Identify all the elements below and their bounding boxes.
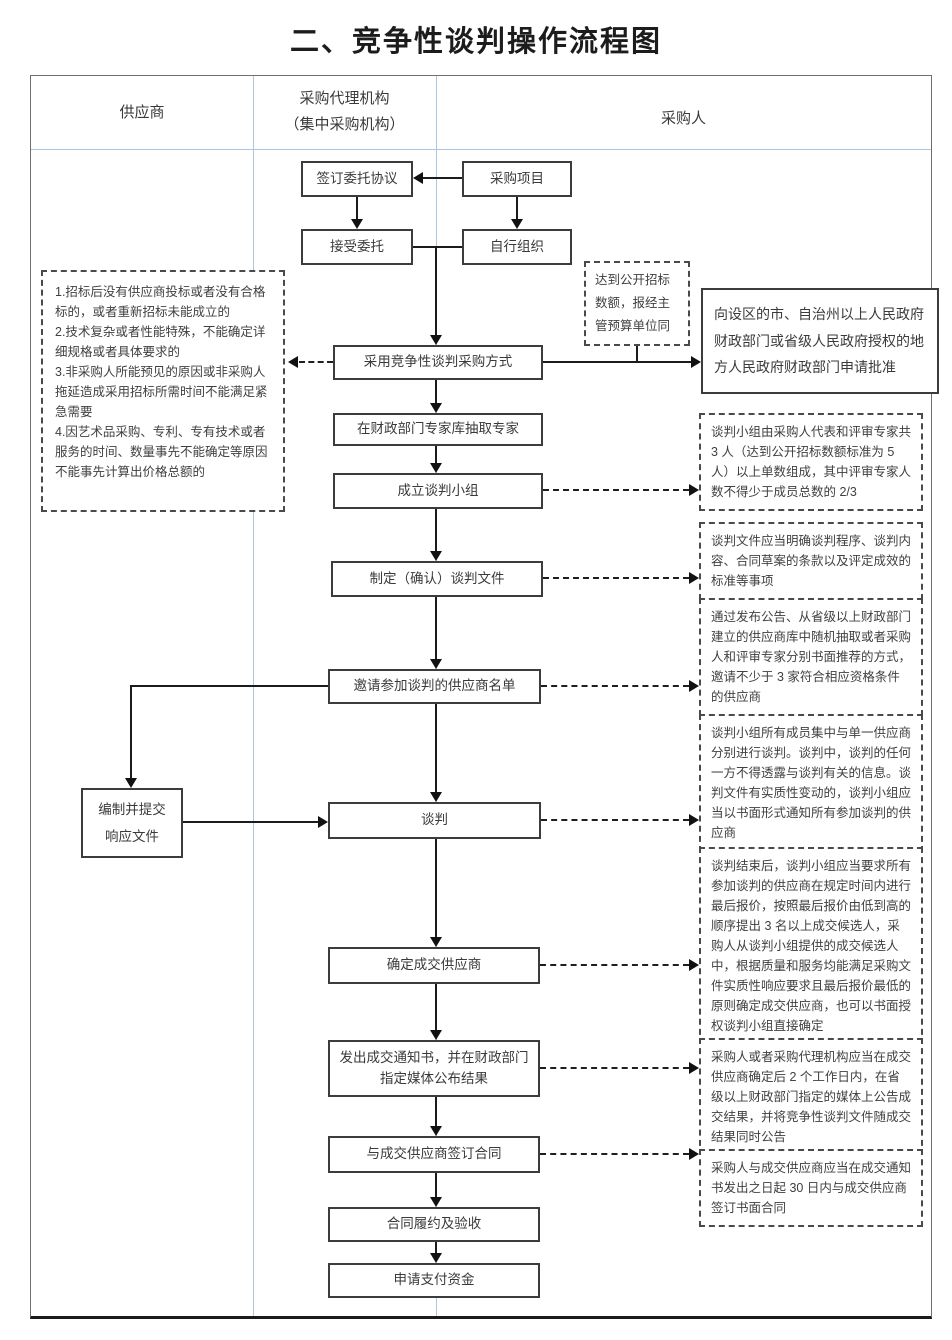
- lane-header-agency-line1: 采购代理机构: [299, 90, 390, 107]
- arrowhead-down: [430, 1126, 442, 1136]
- note-deal: 谈判结束后，谈判小组应当要求所有参加谈判的供应商在规定时间内进行最后报价，按照最…: [699, 847, 923, 1045]
- note-announce: 采购人或者采购代理机构应当在成交供应商确定后 2 个工作日内，在省级以上财政部门…: [699, 1038, 923, 1156]
- arrowhead-right: [318, 816, 328, 828]
- arrowhead-right: [689, 959, 699, 971]
- connector-line: [131, 685, 328, 687]
- connector-line: [636, 337, 638, 363]
- note-docs: 谈判文件应当明确谈判程序、谈判内容、合同草案的条款以及评定成效的标准等事项: [699, 522, 923, 600]
- arrowhead-down: [430, 551, 442, 561]
- lane-header-supplier: 供应商: [119, 104, 165, 121]
- note-invite: 通过发布公告、从省级以上财政部门建立的供应商库中随机抽取或者采购人和评审专家分别…: [699, 598, 923, 716]
- arrowhead-down: [430, 1197, 442, 1207]
- flowchart-table: 供应商 采购代理机构 （集中采购机构） 采购人 签订委托协议 采购项目 接受委托…: [30, 75, 939, 1319]
- prepare-docs-line1: 编制并提交: [98, 802, 166, 817]
- connector-line: [130, 685, 132, 778]
- arrowhead-right: [689, 1148, 699, 1160]
- node-invite-suppliers: 邀请参加谈判的供应商名单: [328, 669, 541, 704]
- header-divider: [31, 149, 931, 150]
- arrowhead-down: [430, 463, 442, 473]
- arrowhead-right: [691, 356, 701, 368]
- lane-header-agency: 采购代理机构 （集中采购机构）: [253, 86, 436, 138]
- note-team: 谈判小组由采购人代表和评审专家共 3 人（达到公开招标数额标准为 5 人）以上单…: [699, 413, 923, 511]
- node-prepare-response-docs: 编制并提交 响应文件: [81, 788, 183, 858]
- connector-line: [435, 984, 437, 1031]
- connector-line: [356, 197, 358, 220]
- arrowhead-down: [430, 792, 442, 802]
- connector-line: [435, 839, 437, 938]
- arrowhead-right: [689, 484, 699, 496]
- connector-line: [183, 821, 318, 823]
- prepare-docs-line2: 响应文件: [105, 829, 159, 844]
- arrowhead-down: [430, 1030, 442, 1040]
- arrowhead-down: [430, 659, 442, 669]
- node-make-docs: 制定（确认）谈判文件: [331, 561, 543, 597]
- arrowhead-down: [430, 1253, 442, 1263]
- arrowhead-right: [689, 814, 699, 826]
- connector-line: [435, 509, 437, 552]
- node-self-organize: 自行组织: [462, 229, 572, 265]
- node-send-notice: 发出成交通知书，并在财政部门指定媒体公布结果: [328, 1040, 540, 1097]
- arrowhead-down: [430, 937, 442, 947]
- arrowhead-down: [430, 403, 442, 413]
- condition-item-2: 2.技术复杂或者性能特殊，不能确定详细规格或者具体要求的: [55, 325, 266, 359]
- arrowhead-down: [351, 219, 363, 229]
- node-procurement-project: 采购项目: [462, 161, 572, 197]
- node-determine-supplier: 确定成交供应商: [328, 947, 540, 984]
- dashed-connector: [540, 1153, 689, 1155]
- connector-line: [435, 1242, 437, 1254]
- connector-line: [516, 197, 518, 220]
- arrowhead-left: [413, 172, 423, 184]
- arrowhead-down: [125, 778, 137, 788]
- condition-item-4: 4.因艺术品采购、专利、专有技术或者服务的时间、数量事先不能确定等原因不能事先计…: [55, 425, 268, 479]
- node-request-payment: 申请支付资金: [328, 1263, 540, 1298]
- arrowhead-down: [511, 219, 523, 229]
- connector-line: [435, 597, 437, 660]
- note-reach-threshold: 达到公开招标数额，报经主管预算单位同: [584, 261, 690, 346]
- node-extract-experts: 在财政部门专家库抽取专家: [333, 413, 543, 446]
- arrowhead-right: [689, 572, 699, 584]
- node-form-team: 成立谈判小组: [333, 473, 543, 509]
- connector-line: [435, 1173, 437, 1198]
- connector-line: [435, 380, 437, 404]
- note-contract: 采购人与成交供应商应当在成交通知书发出之日起 30 日内与成交供应商签订书面合同: [699, 1149, 923, 1227]
- node-sign-contract: 与成交供应商签订合同: [328, 1136, 540, 1173]
- node-negotiate: 谈判: [328, 802, 541, 839]
- dashed-connector: [541, 819, 689, 821]
- lane-divider-1: [253, 76, 254, 1316]
- dashed-connector: [299, 361, 333, 363]
- dashed-connector: [541, 685, 689, 687]
- node-apply-approval: 向设区的市、自治州以上人民政府财政部门或省级人民政府授权的地方人民政府财政部门申…: [701, 288, 939, 394]
- connector-line: [435, 446, 437, 464]
- node-sign-agreement: 签订委托协议: [301, 161, 413, 197]
- arrowhead-right: [689, 680, 699, 692]
- dashed-connector: [540, 964, 689, 966]
- condition-item-1: 1.招标后没有供应商投标或者没有合格标的，或者重新招标未能成立的: [55, 285, 266, 319]
- node-accept-entrustment: 接受委托: [301, 229, 413, 265]
- connector-line: [435, 704, 437, 793]
- lane-header-purchaser: 采购人: [660, 110, 706, 127]
- connector-line: [435, 1097, 437, 1127]
- connector-line: [423, 177, 462, 179]
- node-perform-contract: 合同履约及验收: [328, 1207, 540, 1242]
- note-conditions: 1.招标后没有供应商投标或者没有合格标的，或者重新招标未能成立的 2.技术复杂或…: [41, 270, 285, 512]
- dashed-connector: [543, 577, 689, 579]
- node-adopt-method: 采用竞争性谈判采购方式: [333, 345, 543, 380]
- connector-line: [413, 246, 462, 248]
- connector-line: [543, 361, 691, 363]
- arrowhead-down: [430, 335, 442, 345]
- note-negotiation: 谈判小组所有成员集中与单一供应商分别进行谈判。谈判中，谈判的任何一方不得透露与谈…: [699, 714, 923, 852]
- connector-line: [435, 247, 437, 335]
- dashed-connector: [543, 489, 689, 491]
- arrowhead-left: [288, 356, 298, 368]
- condition-item-3: 3.非采购人所能预见的原因或非采购人拖延造成采用招标所需时间不能满足紧急需要: [55, 365, 268, 419]
- page-title: 二、竞争性谈判操作流程图: [289, 26, 662, 58]
- lane-header-agency-line2: （集中采购机构）: [284, 116, 405, 133]
- dashed-connector: [540, 1067, 689, 1069]
- arrowhead-right: [689, 1062, 699, 1074]
